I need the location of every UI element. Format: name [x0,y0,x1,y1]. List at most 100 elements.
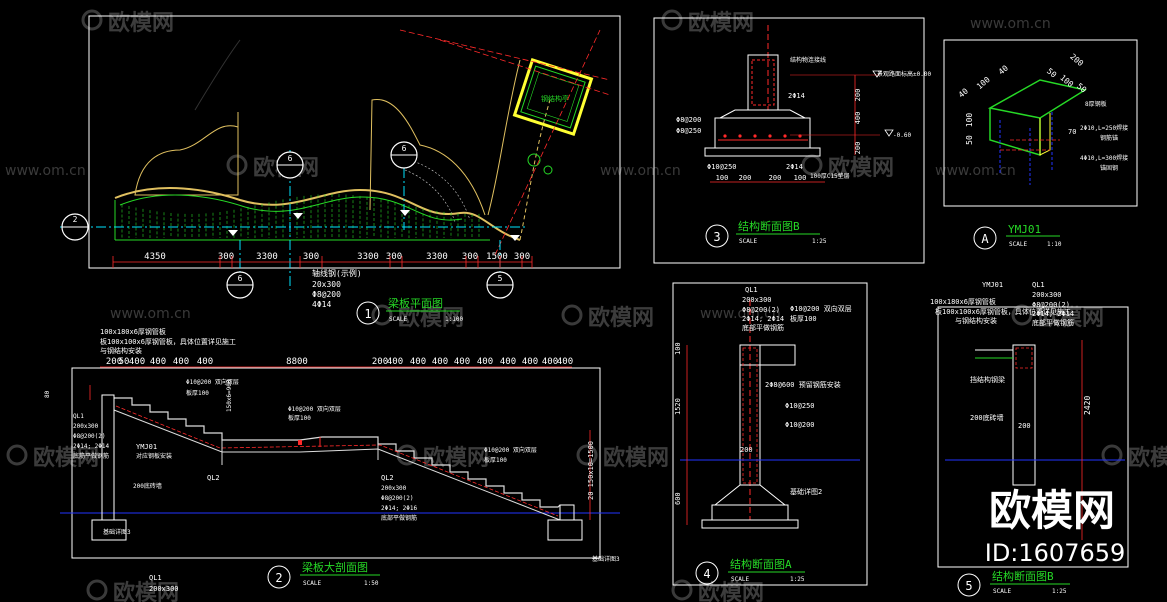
section2-dim-text: 400 [542,357,558,367]
corner-brand: 欧模网 ID:1607659 [985,486,1126,567]
section2-dim-text: 400 [522,357,538,367]
section2-label: 板厚100 [484,456,507,464]
detailA-note: 钢筋锚 [1100,134,1118,142]
section4-label: 基础详图2 [790,487,822,496]
corner-brand-name: 欧模网 [989,486,1115,535]
section2-label: 2Φ14; 2Φ14 [73,443,110,450]
section2-label: 对应钢板安装 [136,452,172,460]
plan-title-circle [356,301,380,325]
section2-label: 200x300 [149,585,179,593]
plan-dim-text: 300 [218,252,234,262]
section3-title-number: 3 [713,230,720,244]
section5-ring-beam [1015,347,1033,369]
section5-labels: YMJ01100x180x6厚钢管板板100x100x6厚钢管板，具体位置详见施… [930,281,1074,430]
watermark-text: 欧模网 [603,445,669,471]
corner-brand-id: ID:1607659 [985,539,1126,567]
section2-label: QL2 [381,474,394,482]
watermark-text: 欧模网 [398,305,464,331]
section2-label: QL1 [149,574,162,582]
section5-title-circle [957,573,981,597]
plan-title: 梁板平面图 [388,296,443,310]
section2-label: Φ8@200(2) [381,495,414,502]
plan-center-hatch [409,159,471,221]
section3-panel: 结构物连接线 2Φ14 Φ8@200 Φ8@250 Φ10@250 2Φ14 1… [653,17,931,264]
section2-dim-text: 400 [410,357,426,367]
section3-note: 2Φ14 [788,92,805,100]
section4-label: Φ10@200 双向双层 [790,304,852,313]
triangle-level-marker-icon [293,213,303,219]
plan-note: 20x300 [312,280,341,289]
plan-left-wing [134,112,239,196]
detailA-scale-label: SCALE [1009,241,1027,248]
section2-dim-text: 200 [106,357,122,367]
detailA-dim-text: 50 [1075,82,1088,95]
section5-scale: 1:25 [1052,588,1067,595]
watermark: 欧模网 [86,579,179,602]
plan-column-circle-2 [543,165,553,175]
plan-section-tag: 6 [402,144,407,153]
detailA-dim-text: 40 [957,86,970,99]
watermark-url: www.om.cn [600,163,681,179]
section4-label: QL1 [745,286,758,294]
plan-note: 4Φ14 [312,300,331,309]
watermark-text: 欧模网 [1038,305,1104,331]
section2-dim-text: 50 [119,357,130,367]
section4-label: 200 [740,446,753,454]
watermark-text: 欧模网 [113,580,179,602]
sofa-logo-icon [396,444,418,466]
section3-note: 2Φ14 [786,163,803,171]
section2-left-footing [91,519,127,541]
watermark-text: 欧模网 [698,580,764,602]
section4-label: 200x300 [742,296,772,304]
section2-label: Φ8@200(2) [73,433,106,440]
section2-stairs [89,385,591,521]
section2-label: 底部平做钢筋 [381,514,417,522]
section3-scale: 1:25 [812,238,827,245]
sofa-logo-icon [6,444,28,466]
detailA-dim-text: 40 [997,63,1010,76]
plan-red-axis-3 [494,29,601,256]
section4-label: Φ8@200(2) [742,306,780,314]
section4-label: 2Φ14; 2Φ14 [742,315,784,323]
section3-note: 结构物连接线 [790,56,826,64]
section2-label: QL2 [207,474,220,482]
watermark: 欧模网 [1011,304,1104,331]
section4-cushion [701,519,799,529]
plan-dim-text: 300 [386,252,402,262]
watermark: 欧模网 [6,444,99,471]
watermark-text: 欧模网 [688,10,754,36]
section5-frame [937,306,1129,568]
section2-right-footing [547,519,583,541]
sofa-logo-icon [671,579,693,601]
detailA-dim-70: 70 [1068,128,1076,136]
section2-label: 基础详图3 [103,528,131,536]
section4-dim: 600 [674,492,682,505]
section2-label: 板厚100 [186,389,209,397]
plan-path-edge [487,59,521,216]
section4-label: Φ10@250 [785,402,815,410]
section4-scale: 1:25 [790,576,805,583]
watermark-url: www.om.cn [700,306,781,322]
sofa-logo-icon [1011,304,1033,326]
detailA-note: 2Φ10,L=250焊接 [1080,124,1128,132]
section5-label: 200底砖墙 [970,413,1004,422]
plan-column-circle [527,153,541,167]
plan-stair-hatch [121,194,480,238]
section2-label: YMJ01 [136,443,157,451]
detailA-title: YMJ01 [1008,223,1041,236]
pavilion-label: 钢结构亭 [541,94,569,103]
detailA-dim-text: 100 [965,113,974,128]
section3-cushion [704,147,821,157]
plan-note: Φ8@200 [312,290,341,299]
watermark: 欧模网 [661,9,754,36]
section5-label: 底部平做钢筋 [1032,318,1074,327]
watermark-text: 欧模网 [1128,445,1167,471]
section4-title: 结构断面图A [730,557,792,571]
sofa-logo-icon [371,304,393,326]
plan-section-marker-6c: 6 [226,271,254,299]
detailA-dim-text: 100 [975,75,992,91]
section2-title: 梁板大剖面图 [302,560,368,574]
